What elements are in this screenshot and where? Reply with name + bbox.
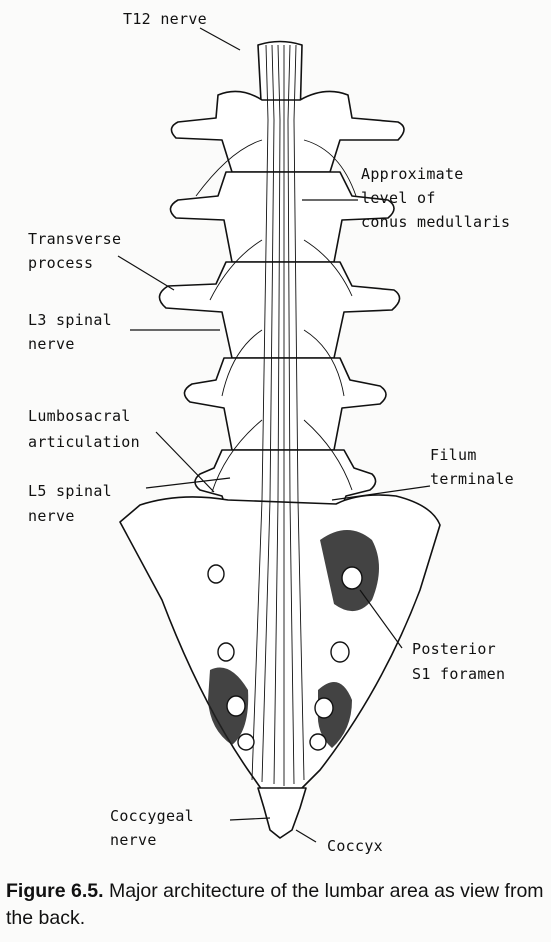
label-filum-line1: Filum <box>430 446 477 464</box>
label-conus-line2: level of <box>361 189 436 207</box>
leader-coccyx <box>295 829 317 843</box>
label-l3-line2: nerve <box>28 335 75 353</box>
label-l5-line1: L5 spinal <box>28 482 112 500</box>
label-coccygeal-line1: Coccygeal <box>110 807 194 825</box>
leader-t12 <box>199 27 241 51</box>
label-transverse-line2: process <box>28 254 94 272</box>
label-conus-line1: Approximate <box>361 165 464 183</box>
caption-text: Major architecture of the lumbar area as… <box>6 880 544 929</box>
figure-caption: Figure 6.5. Major architecture of the lu… <box>6 878 546 932</box>
leader-filum <box>331 485 431 501</box>
coccyx-shape <box>257 787 307 839</box>
leader-coccygeal <box>229 817 271 821</box>
label-coccyx: Coccyx <box>327 837 383 855</box>
label-s1-line1: Posterior <box>412 640 496 658</box>
label-coccygeal-line2: nerve <box>110 831 157 849</box>
sacrum <box>119 494 441 791</box>
leader-lumbosacral <box>155 431 215 493</box>
label-t12-nerve: T12 nerve <box>123 10 207 28</box>
label-lumbosacral-line2: articulation <box>28 433 140 451</box>
leader-s1 <box>359 589 403 649</box>
label-filum-line2: terminale <box>430 470 514 488</box>
leader-l5 <box>145 477 231 489</box>
label-lumbosacral-line1: Lumbosacral <box>28 407 131 425</box>
label-s1-line2: S1 foramen <box>412 665 506 683</box>
leader-transverse <box>117 255 175 291</box>
caption-figure-number: Figure 6.5. <box>6 880 104 902</box>
label-l5-line2: nerve <box>28 507 75 525</box>
lumbar-spine-illustration <box>117 27 441 843</box>
label-transverse-line1: Transverse <box>28 230 122 248</box>
label-conus-line3: conus medullaris <box>361 213 511 231</box>
label-l3-line1: L3 spinal <box>28 311 112 329</box>
vertebra-l4 <box>183 357 387 451</box>
